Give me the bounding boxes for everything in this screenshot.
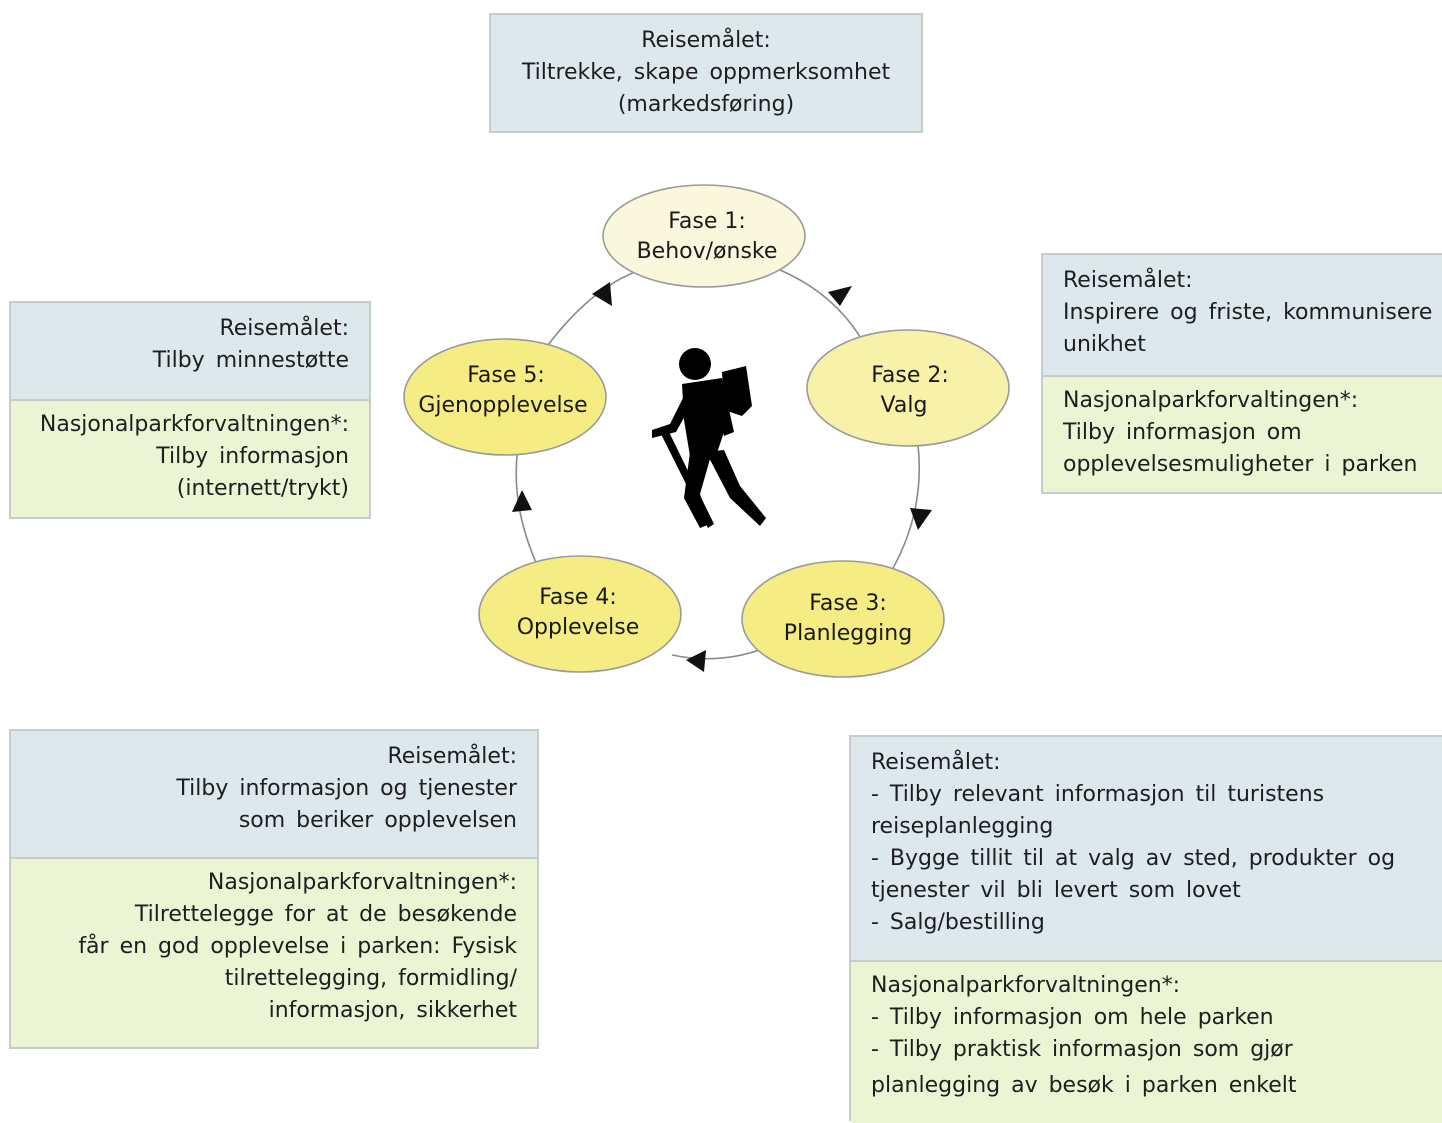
- cycle-connectors: [515, 267, 921, 660]
- nasjonalpark-text: opplevelsesmuligheter i parken: [1063, 452, 1418, 477]
- phase-5-info-box: Reisemålet: Tilby minnestøtte Nasjonalpa…: [9, 301, 371, 519]
- nasjonalpark-text: Tilrettelegge for at de besøkende: [134, 902, 517, 927]
- phase-1-title: Fase 1:: [668, 209, 746, 234]
- arrow-4-5-icon: [512, 490, 532, 512]
- arrow-1-2-icon: [828, 286, 852, 306]
- arrow-2-3-icon: [910, 508, 932, 530]
- phase-3-info-box: Reisemålet: - Tilby relevant informasjon…: [849, 735, 1442, 1123]
- nasjonalpark-section: Nasjonalparkforvaltningen*: Tilby inform…: [11, 399, 369, 517]
- nasjonalpark-text: informasjon, sikkerhet: [268, 998, 517, 1023]
- nasjonalpark-text: - Tilby praktisk informasjon som gjør: [871, 1037, 1293, 1062]
- phase-4-info-box: Reisemålet: Tilby informasjon og tjenest…: [9, 729, 539, 1049]
- reisemaal-heading: Reisemålet:: [641, 28, 771, 53]
- nasjonalpark-section: Nasjonalparkforvaltningen*: - Tilby info…: [851, 960, 1442, 1123]
- phase-5-name: Gjenopplevelse: [418, 393, 587, 418]
- reisemaal-heading: Reisemålet:: [219, 316, 349, 341]
- hiker-icon: [652, 348, 766, 528]
- reisemaal-text: som beriker opplevelsen: [238, 808, 517, 833]
- phase-3-name: Planlegging: [784, 621, 912, 646]
- connector-3-4: [671, 647, 766, 660]
- phase-5-title: Fase 5:: [467, 363, 545, 388]
- reisemaal-text: Tiltrekke, skape oppmerksomhet: [521, 60, 891, 85]
- phase-3-title: Fase 3:: [809, 591, 887, 616]
- phase-2-info-box: Reisemålet: Inspirere og friste, kommuni…: [1041, 253, 1442, 494]
- phase-2-title: Fase 2:: [871, 363, 949, 388]
- connector-5-1: [547, 271, 636, 346]
- nasjonalpark-heading: Nasjonalparkforvaltningen*:: [871, 973, 1181, 998]
- arrow-5-1-icon: [592, 282, 612, 306]
- nasjonalpark-heading: Nasjonalparkforvaltningen*:: [207, 870, 517, 895]
- cycle-arrows: [512, 282, 932, 672]
- nasjonalpark-text: får en god opplevelse i parken: Fysisk: [78, 934, 517, 959]
- nasjonalpark-heading: Nasjonalparkforvaltingen*:: [1063, 388, 1359, 413]
- reisemaal-text: Inspirere og friste, kommunisere: [1063, 300, 1433, 325]
- reisemaal-text: tjenester vil bli levert som lovet: [871, 878, 1241, 903]
- nasjonalpark-text: planlegging av besøk i parken enkelt: [871, 1073, 1297, 1098]
- nasjonalpark-text: Tilby informasjon om: [1063, 420, 1302, 445]
- reisemaal-heading: Reisemålet:: [387, 744, 517, 769]
- phase-2: Fase 2: Valg: [806, 329, 1010, 447]
- phase-1-name: Behov/ønske: [637, 239, 778, 264]
- reisemaal-text: - Salg/bestilling: [871, 910, 1045, 935]
- nasjonalpark-text: (internett/trykt): [176, 476, 349, 501]
- nasjonalpark-text: tilrettelegging, formidling/: [224, 966, 517, 991]
- phase-4-name: Opplevelse: [517, 615, 640, 640]
- reisemaal-section: Reisemålet: Tilby minnestøtte: [11, 303, 369, 399]
- phase-1: Fase 1: Behov/ønske: [602, 184, 806, 288]
- phase-3: Fase 3: Planlegging: [741, 560, 945, 678]
- connector-1-2: [774, 267, 866, 346]
- reisemaal-heading: Reisemålet:: [871, 750, 1001, 775]
- phase-5: Fase 5: Gjenopplevelse: [403, 338, 607, 456]
- phase-2-name: Valg: [881, 393, 928, 418]
- nasjonalpark-heading: Nasjonalparkforvaltningen*:: [39, 412, 349, 437]
- phase-4-title: Fase 4:: [539, 585, 617, 610]
- reisemaal-text: Tilby minnestøtte: [152, 348, 349, 373]
- reisemaal-text: - Tilby relevant informasjon til turiste…: [871, 782, 1325, 807]
- reisemaal-text: - Bygge tillit til at valg av sted, prod…: [871, 846, 1396, 871]
- reisemaal-section: Reisemålet: - Tilby relevant informasjon…: [851, 737, 1442, 960]
- nasjonalpark-section: Nasjonalparkforvaltningen*: Tilrettelegg…: [11, 857, 537, 1047]
- reisemaal-text: Tilby informasjon og tjenester: [176, 776, 517, 801]
- nasjonalpark-section: Nasjonalparkforvaltingen*: Tilby informa…: [1043, 375, 1442, 492]
- nasjonalpark-text: - Tilby informasjon om hele parken: [871, 1005, 1274, 1030]
- connector-2-3: [892, 444, 921, 569]
- arrow-3-4-icon: [686, 650, 706, 672]
- reisemaal-section: Reisemålet: Tilby informasjon og tjenest…: [11, 731, 537, 857]
- reisemaal-section: Reisemålet: Inspirere og friste, kommuni…: [1043, 255, 1442, 375]
- reisemaal-section: Reisemålet: Tiltrekke, skape oppmerksomh…: [491, 15, 921, 131]
- top-reisemaal-box: Reisemålet: Tiltrekke, skape oppmerksomh…: [489, 13, 923, 133]
- reisemaal-text: (markedsføring): [617, 92, 795, 117]
- reisemaal-text: reiseplanlegging: [871, 814, 1054, 839]
- reisemaal-text: unikhet: [1063, 332, 1146, 357]
- nasjonalpark-text: Tilby informasjon: [156, 444, 349, 469]
- phase-4: Fase 4: Opplevelse: [478, 555, 682, 673]
- reisemaal-heading: Reisemålet:: [1063, 268, 1193, 293]
